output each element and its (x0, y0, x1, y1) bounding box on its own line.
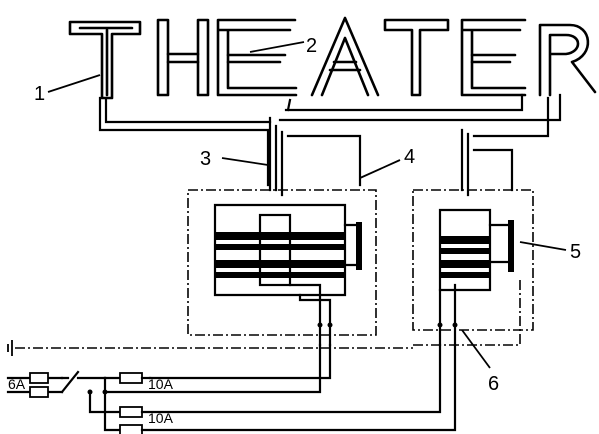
callout-labels: 1 2 3 4 5 6 6A 10A 10A (8, 35, 581, 426)
label-5: 5 (570, 241, 581, 263)
neon-letter-a (310, 16, 380, 97)
ground-line (7, 280, 521, 356)
neon-letter-e2 (460, 18, 527, 97)
main-fuse-lower (29, 386, 49, 398)
neon-letter-r (538, 23, 597, 97)
transformer-left (187, 189, 377, 347)
label-6: 6 (488, 373, 499, 395)
fuse-10a-1 (119, 372, 143, 384)
supply-lines (6, 343, 457, 434)
main-fuse-upper (29, 372, 49, 384)
enclosure-left (187, 189, 377, 336)
transformer-right (412, 189, 534, 347)
neon-letters (68, 16, 597, 100)
leader-lines (47, 41, 567, 369)
neon-letter-t2 (383, 18, 450, 97)
sign-wiring (98, 93, 562, 197)
fuse-label-2: 10A (148, 410, 174, 426)
neon-letter-e (216, 18, 298, 97)
fuse-label-main: 6A (8, 376, 26, 392)
label-1: 1 (34, 83, 45, 105)
neon-letter-h (156, 18, 210, 97)
fuse-10a-2 (119, 406, 143, 418)
label-3: 3 (200, 148, 211, 170)
fuse-label-1: 10A (148, 376, 174, 392)
label-2: 2 (306, 35, 317, 57)
neon-letter-t (68, 20, 142, 100)
enclosure-right (412, 189, 534, 331)
fuse-10a-3 (119, 424, 143, 434)
label-4: 4 (404, 146, 415, 168)
